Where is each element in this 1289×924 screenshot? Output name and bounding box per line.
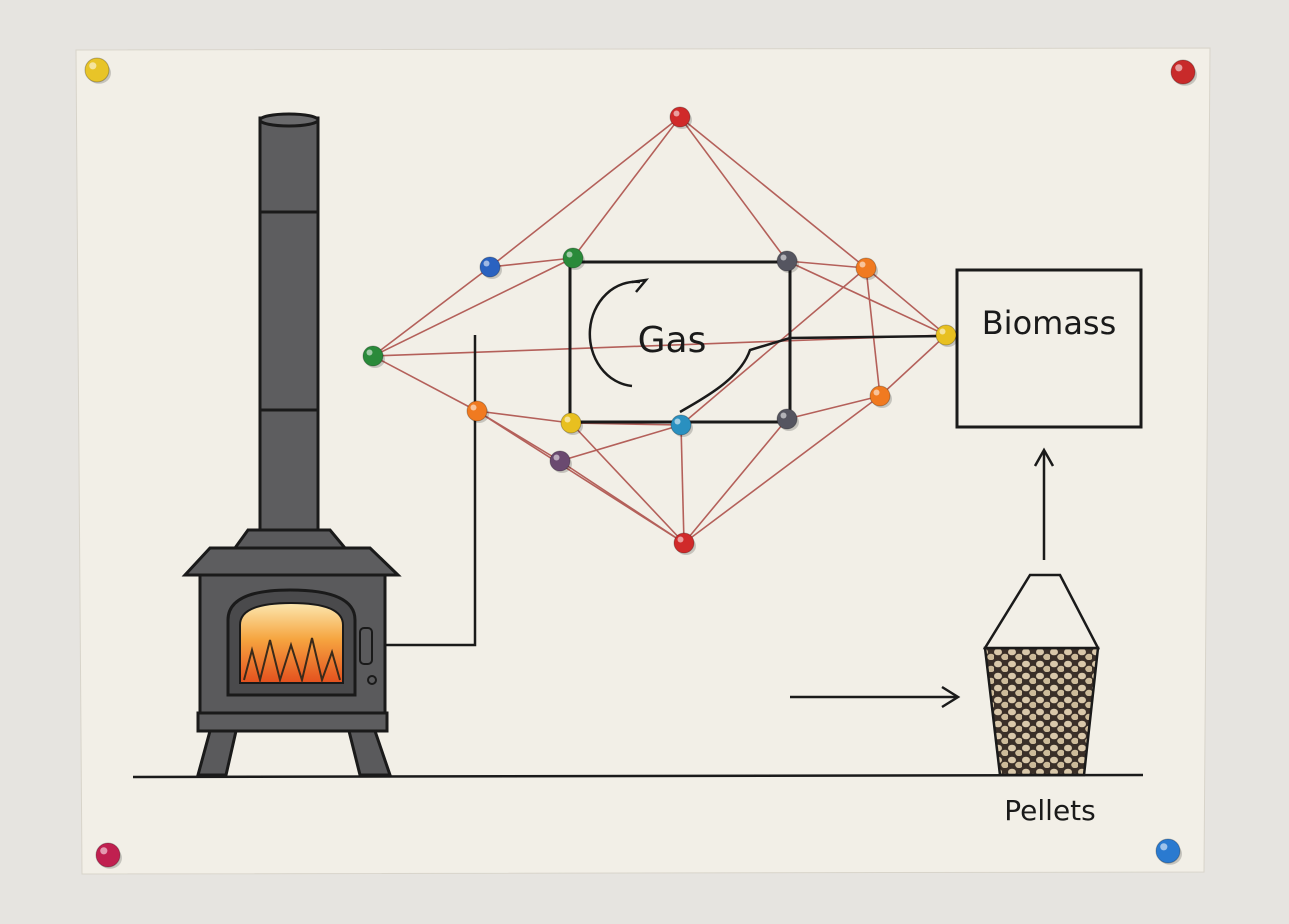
push-pin-bottom-left	[95, 842, 121, 868]
string-edge	[683, 395, 881, 544]
string-edge	[865, 267, 881, 397]
push-pin-top-left	[84, 57, 110, 83]
node-pin-right-yellow	[935, 324, 957, 346]
node-pin-lower-blue	[670, 414, 692, 436]
node-pin-upper-orange-highlight	[859, 261, 866, 268]
node-pin-top	[669, 106, 691, 128]
string-edge	[879, 334, 947, 397]
string-edge	[683, 418, 788, 544]
gas-to-biomass-line	[679, 334, 947, 414]
push-pin-top-right	[1170, 59, 1196, 85]
string-edge	[372, 355, 478, 412]
right-arrowhead-icon	[941, 685, 961, 709]
node-pin-top-highlight	[673, 110, 680, 117]
node-pin-lower-yellow-highlight	[564, 416, 571, 423]
string-edge	[679, 116, 788, 262]
biomass-box	[955, 268, 1143, 429]
push-pins	[84, 57, 1197, 869]
string-edge	[865, 267, 947, 336]
node-pin-lower-orange-highlight	[470, 404, 477, 411]
string-edge	[489, 257, 574, 268]
push-pin-bottom-right-highlight	[1160, 843, 1168, 851]
string-edge	[476, 410, 572, 424]
node-pin-purple	[549, 450, 571, 472]
string-edge	[572, 116, 681, 259]
node-pin-lower-dark	[776, 408, 798, 430]
node-pin-left-green	[362, 345, 384, 367]
node-pin-bottom-highlight	[677, 536, 684, 543]
stove-pipe-line	[385, 335, 477, 647]
biomass-label: Biomass	[982, 304, 1117, 342]
node-pin-upper-green	[562, 247, 584, 269]
node-pin-upper-green-highlight	[566, 251, 573, 258]
pellets-label: Pellets	[1004, 794, 1095, 827]
string-edge	[786, 260, 867, 269]
cycle-arrowhead-icon	[631, 278, 650, 293]
string-network	[372, 116, 947, 544]
node-pin-left-green-highlight	[366, 349, 373, 356]
chimney	[258, 116, 320, 532]
string-edge	[372, 257, 574, 357]
node-pin-upper-dark-highlight	[780, 254, 787, 261]
push-pin-top-left-highlight	[89, 62, 97, 70]
push-pin-top-right-highlight	[1175, 64, 1183, 72]
pellet-hopper	[982, 573, 1101, 777]
string-edge	[680, 424, 685, 544]
string-edge	[786, 395, 881, 420]
push-pin-bottom-right	[1155, 838, 1181, 864]
node-pin-upper-dark	[776, 250, 798, 272]
node-pin-lower-blue-highlight	[674, 418, 681, 425]
node-pin-lower-dark-highlight	[780, 412, 787, 419]
node-pin-right-yellow-highlight	[939, 328, 946, 335]
node-pin-upper-left-blue	[479, 256, 501, 278]
string-edge	[786, 260, 947, 336]
cycle-arrow-icon	[588, 280, 641, 388]
ground-line	[132, 773, 1144, 779]
wood-stove	[181, 112, 402, 777]
node-pin-right-orange-highlight	[873, 389, 880, 396]
string-edge	[489, 116, 681, 268]
string-edge	[680, 267, 867, 426]
gas-label: Gas	[638, 320, 707, 361]
up-arrowhead-icon	[1033, 447, 1055, 467]
string-edge	[372, 334, 947, 357]
string-edge	[570, 422, 685, 544]
network-nodes	[362, 106, 958, 555]
push-pin-bottom-left-highlight	[100, 847, 108, 855]
node-pin-right-orange	[869, 385, 891, 407]
string-edge	[372, 266, 491, 357]
node-pin-purple-highlight	[553, 454, 560, 461]
node-pin-lower-yellow	[560, 412, 582, 434]
string-edge	[679, 116, 867, 269]
string-edge	[559, 424, 682, 462]
node-pin-upper-orange	[855, 257, 877, 279]
node-pin-bottom	[673, 532, 695, 554]
node-pin-upper-left-blue-highlight	[483, 260, 490, 267]
node-pin-lower-orange	[466, 400, 488, 422]
string-edge	[559, 460, 685, 544]
